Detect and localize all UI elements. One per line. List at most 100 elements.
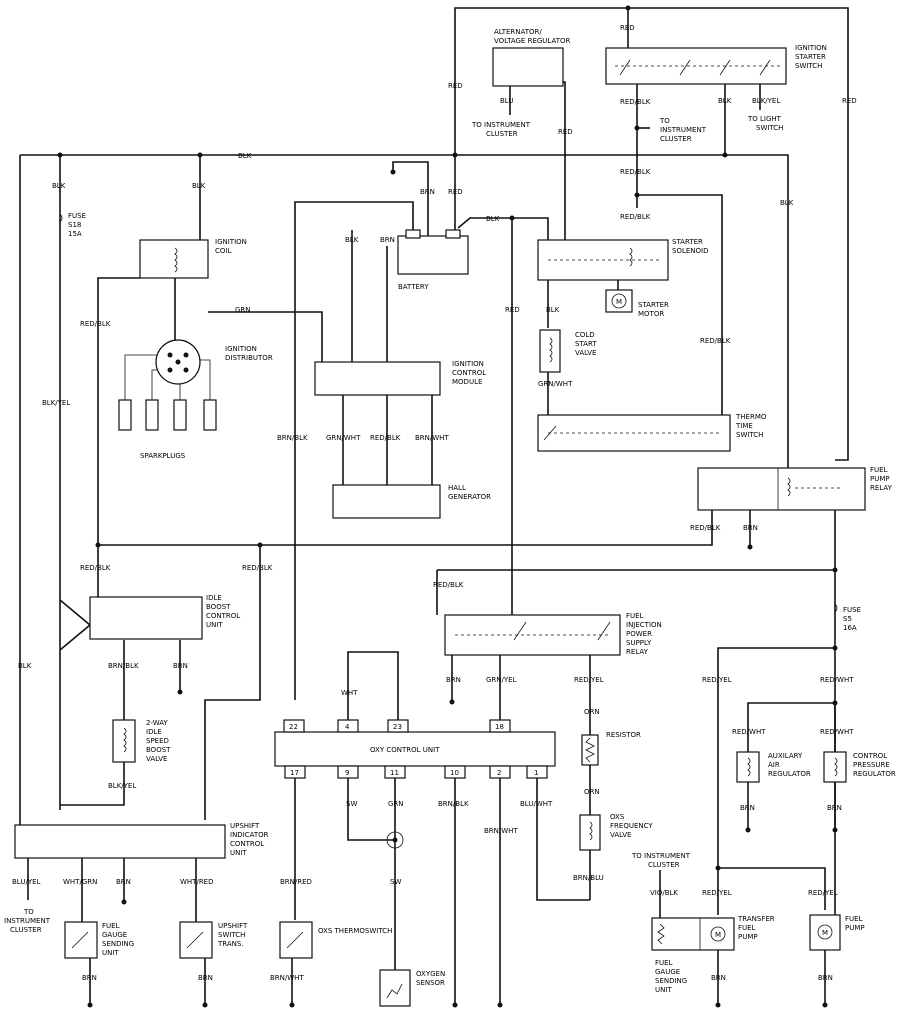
- oxy-pin-10: 10: [450, 769, 459, 777]
- wire-red-wht-regs: [747, 702, 835, 752]
- alternator-label-1: ALTERNATOR/: [494, 28, 542, 36]
- to-cluster-up-2: INSTRUMENT: [4, 917, 51, 925]
- wl-blk-yel-2: BLK/YEL: [42, 399, 70, 407]
- fi-relay-label-3: POWER: [626, 630, 652, 638]
- wl-brn-blk-2: BRN/BLK: [108, 662, 139, 670]
- wl-blk-3: BLK: [52, 182, 66, 190]
- wire-brn-ground: [392, 161, 429, 236]
- oxs-valve-label-1: OXS: [610, 813, 625, 821]
- wl-brn-12: BRN: [818, 974, 833, 982]
- resistor-label: RESISTOR: [606, 731, 641, 739]
- fuel-pump-box: [809, 914, 841, 951]
- battery-box: [397, 235, 469, 275]
- fuse5-label-3: 16A: [843, 624, 857, 632]
- cold-start-label-1: COLD: [575, 331, 595, 339]
- wl-sw-1: SW: [346, 800, 357, 808]
- wire-red-top-loop: [454, 7, 849, 461]
- wl-wht-red: WHT/RED: [180, 878, 214, 886]
- wl-brn-blk-3: BRN/BLK: [438, 800, 469, 808]
- oxs-frequency-valve-box: [579, 814, 601, 851]
- hall-label-1: HALL: [448, 484, 466, 492]
- distributor-label-1: IGNITION: [225, 345, 257, 353]
- idle-valve-label-3: SPEED: [146, 737, 169, 745]
- oxy-control-unit-box: [274, 731, 556, 767]
- fgs-left-label-4: UNIT: [102, 949, 119, 957]
- svg-text:M: M: [616, 298, 622, 306]
- upshift-indicator-control-unit-box: [14, 824, 226, 859]
- idle-boost-label-1: IDLE: [206, 594, 222, 602]
- idle-speed-boost-valve-box: [112, 719, 136, 763]
- resistor-box: [581, 734, 599, 766]
- icm-label-1: IGNITION: [452, 360, 484, 368]
- oxy-pin-23: 23: [393, 723, 402, 731]
- wl-red-blk-3: RED/BLK: [620, 213, 651, 221]
- wl-red-blk-1: RED/BLK: [620, 98, 651, 106]
- cold-start-valve-box: [539, 329, 561, 373]
- wire-blk-bus: [20, 154, 789, 470]
- wire-grn-coil-module: [208, 311, 323, 362]
- wl-brn-8: BRN: [116, 878, 131, 886]
- hall-generator-box: [332, 484, 441, 519]
- oxy-pin-11: 11: [390, 769, 399, 777]
- wl-brn-wht-2: BRN/WHT: [484, 827, 518, 835]
- wl-blk-4: BLK: [192, 182, 206, 190]
- wl-grn: GRN: [235, 306, 251, 314]
- wl-blu-yel: BLU/YEL: [12, 878, 41, 886]
- wl-red-yel-3: RED/YEL: [702, 889, 732, 897]
- to-cluster-up-3: CLUSTER: [10, 926, 42, 934]
- to-light-switch-1: TO LIGHT: [747, 115, 782, 123]
- wl-grn-2: GRN: [388, 800, 404, 808]
- oxs-valve-label-2: FREQUENCY: [610, 822, 653, 830]
- wl-blu: BLU: [500, 97, 513, 105]
- uss-label-3: TRANS.: [217, 940, 244, 948]
- transfer-pump-motor-icon: [710, 926, 726, 942]
- idle-boost-label-3: CONTROL: [206, 612, 240, 620]
- fgs-right-label-2: GAUGE: [655, 968, 680, 976]
- svg-text:M: M: [715, 931, 721, 939]
- wl-blk-yel-3: BLK/YEL: [108, 782, 136, 790]
- wl-red-blk-6: RED/BLK: [370, 434, 401, 442]
- upshift-label-1: UPSHIFT: [230, 822, 260, 830]
- wl-red-blk-2: RED/BLK: [620, 168, 651, 176]
- wl-grn-wht-2: GRN/WHT: [326, 434, 361, 442]
- fpr-label-2: PUMP: [870, 475, 890, 483]
- wl-brn-wht-1: BRN/WHT: [415, 434, 449, 442]
- fuse5-label-1: FUSE: [843, 606, 861, 614]
- alternator-box: [492, 47, 564, 87]
- wl-red-2: RED: [620, 24, 635, 32]
- fuse-icons: [59, 213, 838, 613]
- wl-red-blk-8: RED/BLK: [80, 564, 111, 572]
- sparkplug-icons: [118, 399, 217, 431]
- fuse18-label-3: 15A: [68, 230, 82, 238]
- oxs-valve-label-3: VALVE: [610, 831, 631, 839]
- thermo-label-3: SWITCH: [736, 431, 763, 439]
- wl-red-wht-3: RED/WHT: [820, 728, 854, 736]
- aux-air-label-2: AIR: [768, 761, 780, 769]
- sparkplugs-label: SPARKPLUGS: [140, 452, 186, 460]
- wl-blk-1: BLK: [718, 97, 732, 105]
- solenoid-label-1: STARTER: [672, 238, 703, 246]
- wl-red-wht-2: RED/WHT: [732, 728, 766, 736]
- wire-blk-battery: [457, 217, 549, 240]
- fuel-gauge-sending-unit-left-box: [64, 921, 98, 959]
- wl-brn-wht-3: BRN/WHT: [270, 974, 304, 982]
- fuel-pump-relay-box: [697, 467, 866, 511]
- solenoid-label-2: SOLENOID: [672, 247, 708, 255]
- wire-red-yel-fuelpump: [718, 867, 826, 910]
- wl-brn-blu: BRN/BLU: [573, 874, 604, 882]
- wire-blu-wht-oxy: [536, 778, 590, 901]
- wire-red-alt: [540, 81, 566, 248]
- oxy-label: OXY CONTROL UNIT: [370, 746, 440, 754]
- junction-dots: [57, 5, 838, 1008]
- fi-relay-label-4: SUPPLY: [626, 639, 652, 647]
- oxygen-sensor-label-2: SENSOR: [416, 979, 445, 987]
- fgs-left-label-3: SENDING: [102, 940, 134, 948]
- cpr-label-3: REGULATOR: [853, 770, 896, 778]
- ignition-control-module-box: [314, 361, 441, 396]
- transfer-pump-unit-box: [651, 917, 735, 951]
- upshift-label-3: CONTROL: [230, 840, 264, 848]
- transfer-pump-label-1: TRANSFER: [737, 915, 775, 923]
- to-cluster-sw-3: CLUSTER: [660, 135, 692, 143]
- to-cluster-vio-1: TO INSTRUMENT: [631, 852, 691, 860]
- oxygen-sensor-label-1: OXYGEN: [416, 970, 445, 978]
